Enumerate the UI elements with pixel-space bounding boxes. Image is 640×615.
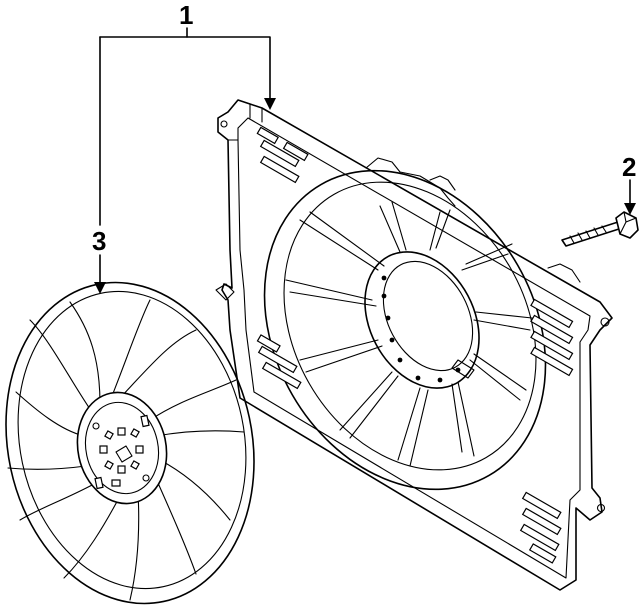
fan-shroud <box>215 99 613 591</box>
callout-3: 3 <box>92 226 106 256</box>
arrow-to-fan-icon <box>94 282 106 294</box>
leader-lines <box>99 27 631 283</box>
arrowheads <box>94 98 636 294</box>
arrow-to-shroud-icon <box>264 98 276 110</box>
callout-1: 1 <box>179 0 193 30</box>
mounting-bolt <box>561 211 639 247</box>
callout-2: 2 <box>622 152 636 182</box>
arrow-to-bolt-icon <box>624 203 636 215</box>
